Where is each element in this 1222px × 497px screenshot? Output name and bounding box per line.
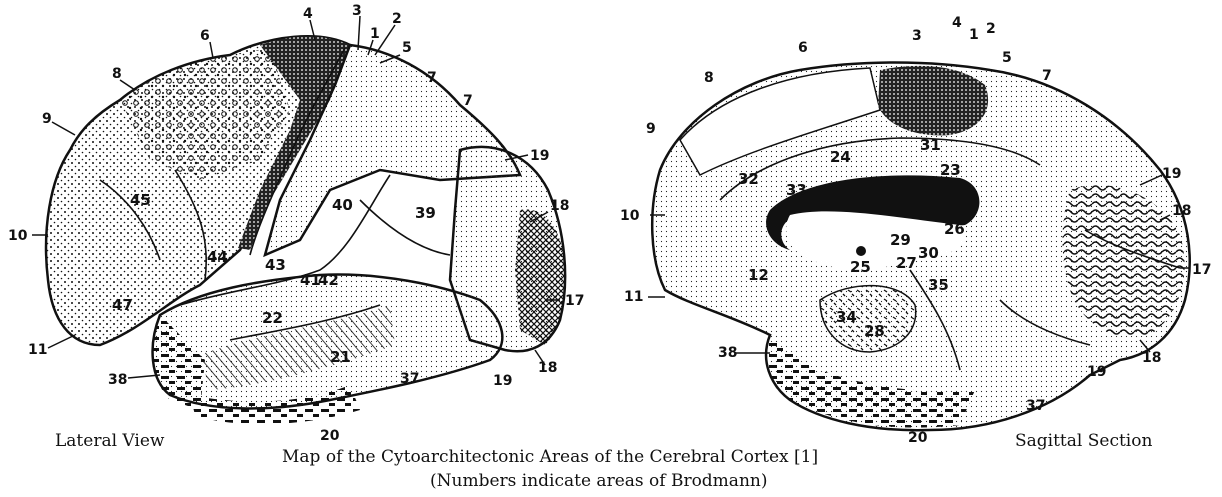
lateral-area-label-18: 18 [550, 198, 569, 214]
sagittal-area-label-10: 10 [620, 208, 640, 224]
sagittal-area-label-9: 9 [646, 121, 656, 137]
lateral-area-label-7: 7 [463, 93, 473, 109]
lateral-inner-label-39: 39 [415, 204, 436, 222]
sagittal-inner-label-12: 12 [748, 266, 769, 284]
sagittal-inner-label-26: 26 [944, 220, 965, 238]
sagittal-area-label-7: 7 [1042, 68, 1052, 84]
lateral-area-label-18: 18 [538, 360, 557, 376]
sagittal-inner-label-28: 28 [864, 322, 885, 340]
sagittal-area-label-8: 8 [704, 70, 714, 86]
lateral-area-label-7: 7 [427, 70, 437, 86]
lateral-area-label-37: 37 [400, 371, 419, 387]
sagittal-area-label-1: 1 [969, 27, 979, 43]
lateral-area-label-2: 2 [392, 11, 402, 27]
sagittal-inner-label-27: 27 [896, 254, 917, 272]
sagittal-inner-label-23: 23 [940, 161, 961, 179]
sagittal-area-label-17: 17 [1192, 262, 1211, 278]
sagittal-area-label-37: 37 [1026, 398, 1045, 414]
lateral-inner-label-42: 42 [318, 271, 339, 289]
sagittal-area-label-3: 3 [912, 28, 922, 44]
sagittal-inner-label-31: 31 [920, 136, 941, 154]
sagittal-area-label-20: 20 [908, 430, 928, 446]
sagittal-inner-label-32: 32 [738, 170, 759, 188]
lateral-inner-label-43: 43 [265, 256, 286, 274]
lateral-area-label-5: 5 [402, 40, 412, 56]
lateral-area-label-4: 4 [303, 6, 313, 22]
lateral-area-label-38: 38 [108, 372, 127, 388]
sagittal-inner-label-35: 35 [928, 276, 949, 294]
lateral-area-label-11: 11 [28, 342, 47, 358]
sagittal-inner-label-30: 30 [918, 244, 939, 262]
lateral-inner-label-22: 22 [262, 309, 283, 327]
sagittal-inner-label-29: 29 [890, 231, 911, 249]
sagittal-area-label-19: 19 [1087, 364, 1106, 380]
sagittal-marker-dot [856, 246, 866, 256]
sagittal-section-label: Sagittal Section [1015, 431, 1152, 451]
lateral-sulcus-c [360, 200, 450, 255]
sagittal-area-label-19: 19 [1162, 166, 1181, 182]
lateral-view-label: Lateral View [55, 431, 165, 451]
lateral-area-label-1: 1 [370, 26, 380, 42]
sagittal-area-label-6: 6 [798, 40, 808, 56]
lateral-view-brain [46, 36, 565, 424]
sagittal-area-label-38: 38 [718, 345, 737, 361]
lateral-area-label-19: 19 [493, 373, 512, 389]
sagittal-inner-label-34: 34 [836, 308, 857, 326]
lateral-inner-label-47: 47 [112, 296, 133, 314]
lateral-inner-label-21: 21 [330, 348, 351, 366]
sagittal-inner-label-25: 25 [850, 258, 871, 276]
lateral-area-label-20: 20 [320, 428, 340, 444]
lateral-inner-label-45: 45 [130, 191, 151, 209]
sagittal-area-label-18: 18 [1142, 350, 1161, 366]
figure-caption-line2: (Numbers indicate areas of Brodmann) [430, 471, 767, 491]
lateral-area-label-3: 3 [352, 3, 362, 19]
lateral-inner-label-40: 40 [332, 196, 353, 214]
sagittal-area-label-5: 5 [1002, 50, 1012, 66]
sagittal-area-label-18: 18 [1172, 203, 1191, 219]
sagittal-area-label-2: 2 [986, 21, 996, 37]
sagittal-area-label-4: 4 [952, 15, 962, 31]
figure-caption-line1: Map of the Cytoarchitectonic Areas of th… [282, 447, 818, 467]
lateral-area-label-8: 8 [112, 66, 122, 82]
lateral-area-label-6: 6 [200, 28, 210, 44]
lateral-inner-label-44: 44 [207, 248, 228, 266]
lateral-area-label-9: 9 [42, 111, 52, 127]
lateral-area-label-19: 19 [530, 148, 549, 164]
sagittal-inner-label-33: 33 [786, 181, 807, 199]
sagittal-area-label-11: 11 [624, 289, 643, 305]
lateral-area-label-10: 10 [8, 228, 28, 244]
lateral-area-label-17: 17 [565, 293, 584, 309]
sagittal-inner-label-24: 24 [830, 148, 851, 166]
